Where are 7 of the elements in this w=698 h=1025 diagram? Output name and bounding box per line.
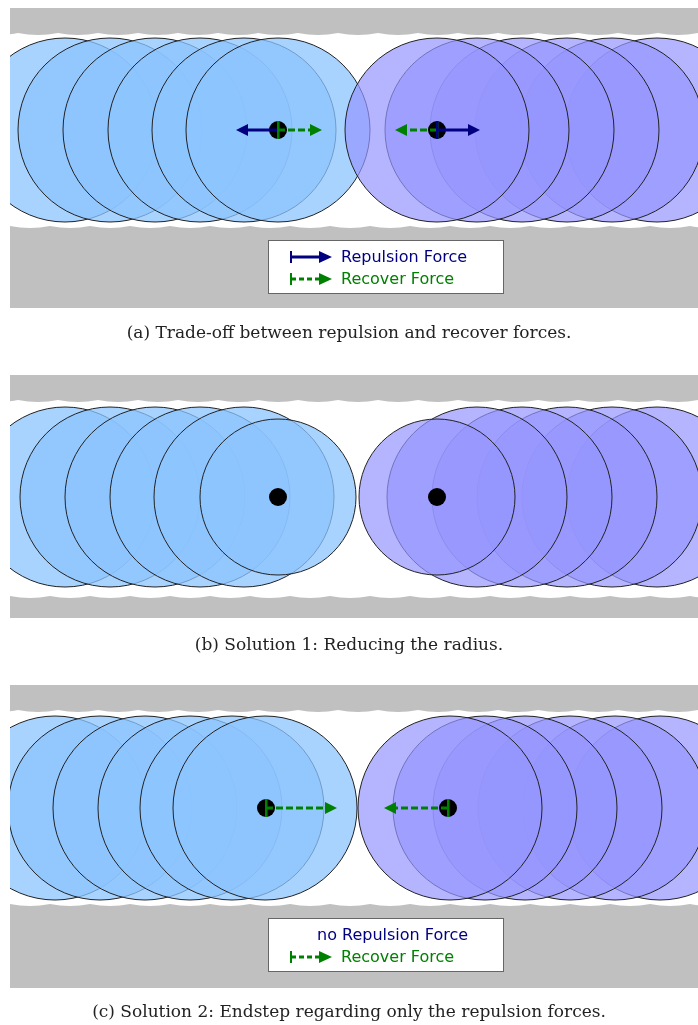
figure-caption: (b) Solution 1: Reducing the radius. — [193, 634, 505, 654]
legend-text: Recover Force — [341, 269, 455, 288]
legend-text: Repulsion Force — [341, 247, 468, 266]
legend-text: Recover Force — [341, 947, 455, 966]
figure-caption: (a) Trade-off between repulsion and recover forces. — [125, 322, 573, 342]
legend-text: no Repulsion Force — [317, 925, 469, 944]
figure-caption: (c) Solution 2: Endstep regarding only the repulsion forces. — [91, 1001, 607, 1021]
